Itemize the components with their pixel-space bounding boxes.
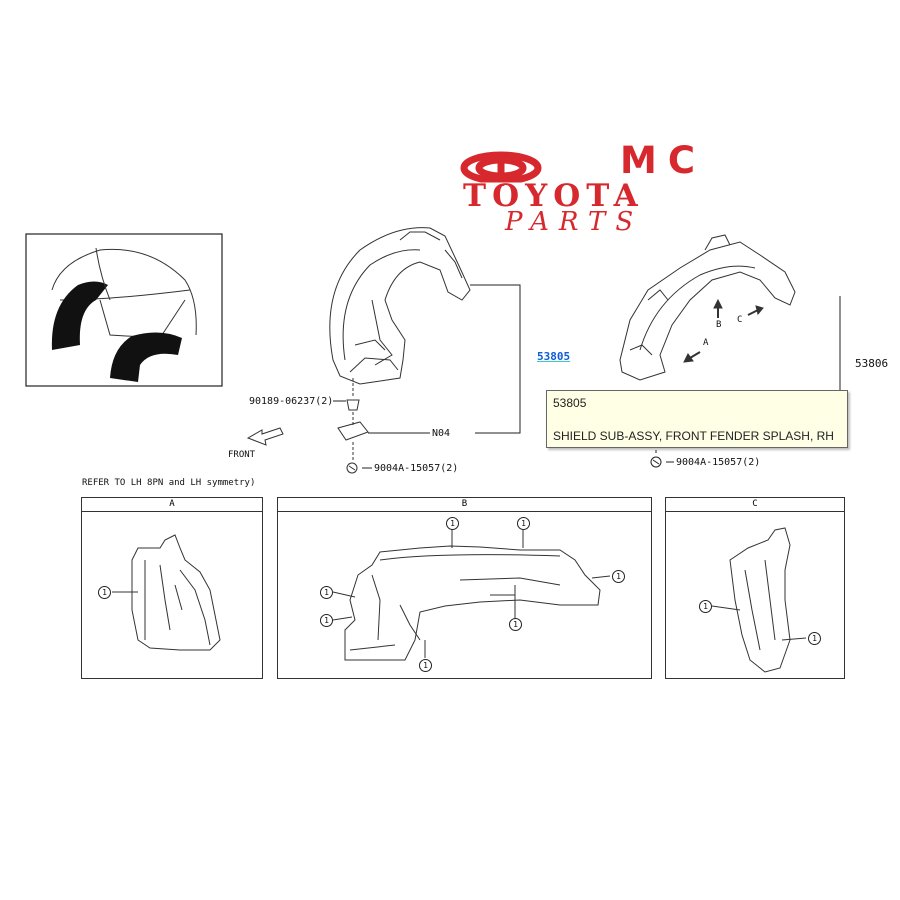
callout-circle: 1 [320, 586, 333, 599]
refer-note: REFER TO LH 8PN and LH symmetry) [82, 478, 256, 488]
seal-part-label[interactable]: N04 [432, 428, 451, 439]
callout-circle: 1 [699, 600, 712, 613]
panel-a-title: A [82, 498, 262, 512]
tooltip-part-code: 53805 [553, 396, 587, 410]
callout-circle: 1 [320, 614, 333, 627]
callout-circle: 1 [446, 517, 459, 530]
rh-fasteners-drawing [337, 378, 369, 474]
callout-circle: 1 [98, 586, 111, 599]
vehicle-location-thumbnail [25, 233, 223, 387]
panel-a-drawing [112, 534, 221, 651]
part-tooltip: 53805 SHIELD SUB-ASSY, FRONT FENDER SPLA… [546, 390, 848, 448]
panel-c-title: C [666, 498, 844, 512]
direction-b-label: B [716, 320, 722, 330]
direction-c-label: C [737, 315, 743, 325]
tooltip-part-description: SHIELD SUB-ASSY, FRONT FENDER SPLASH, RH [553, 429, 834, 443]
detail-panel-c: C [665, 497, 845, 679]
clip-part-label[interactable]: 90189-06237(2) [249, 396, 334, 407]
logo-mc: MC [620, 139, 706, 182]
front-arrow-icon [246, 427, 284, 446]
panel-b-title: B [278, 498, 651, 512]
panel-b-drawing [332, 528, 611, 661]
panel-c-drawing [711, 527, 807, 673]
logo-toyota: TOYOTA [463, 178, 644, 214]
part-53806-label[interactable]: 53806 [855, 357, 889, 370]
leader-lines-lh [650, 296, 841, 468]
front-label: FRONT [228, 450, 256, 460]
callout-circle: 1 [419, 659, 432, 672]
detail-panel-a: A [81, 497, 263, 679]
screw-part-label-right[interactable]: 9004A-15057(2) [676, 457, 761, 468]
part-53805-link[interactable]: 53805 [537, 350, 571, 363]
screw-part-label-left[interactable]: 9004A-15057(2) [374, 463, 459, 474]
direction-a-label: A [703, 338, 709, 348]
leader-lines-rh [333, 284, 521, 469]
callout-circle: 1 [808, 632, 821, 645]
detail-panel-b: B [277, 497, 652, 679]
callout-circle: 1 [517, 517, 530, 530]
view-direction-arrows [683, 298, 764, 363]
callout-circle: 1 [509, 618, 522, 631]
callout-circle: 1 [612, 570, 625, 583]
rh-splash-shield-drawing [329, 227, 471, 385]
logo-parts: PARTS [505, 207, 644, 237]
lh-splash-shield-drawing [619, 234, 796, 381]
